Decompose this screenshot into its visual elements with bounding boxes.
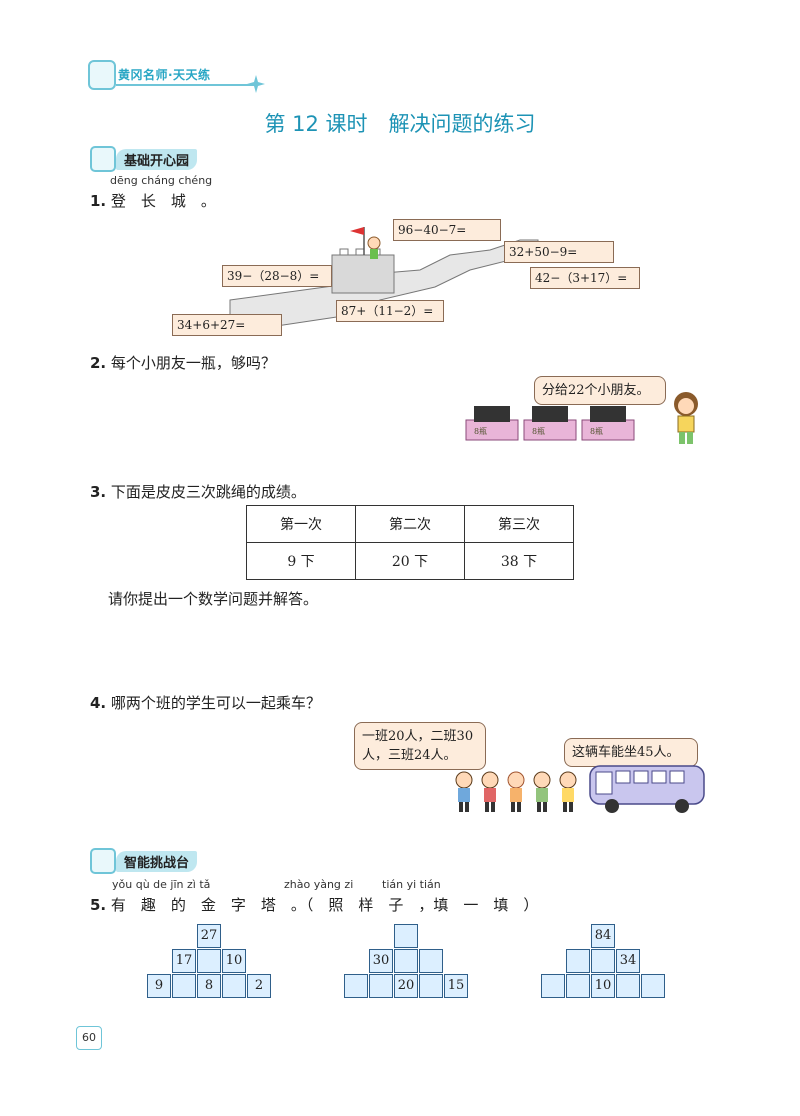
brand-header: 黄冈名师·天天练 <box>88 56 265 93</box>
calc-box-4: 42−（3+17）= <box>530 267 640 289</box>
crate-label-1: 8瓶 <box>474 427 488 436</box>
pyramid-cell[interactable] <box>591 949 615 973</box>
score-table: 第一次 第二次 第三次 9 下 20 下 38 下 <box>246 505 574 580</box>
pyramid-cell[interactable] <box>419 949 443 973</box>
pyramid-cell[interactable]: 8 <box>197 974 221 998</box>
table-header-cell: 第一次 <box>246 505 356 543</box>
crate-label-2: 8瓶 <box>532 427 546 436</box>
number-pyramid-2: 30 20 15 <box>344 924 470 1000</box>
crate-label-3: 8瓶 <box>590 427 604 436</box>
pyramid-cell[interactable]: 9 <box>147 974 171 998</box>
q3-text: 下面是皮皮三次跳绳的成绩。 <box>110 483 306 501</box>
calc-box-2: 32+50−9= <box>504 241 614 263</box>
q1-question: 1. 登 长 城 。 <box>90 190 216 211</box>
calc-box-1: 96−40−7= <box>393 219 501 241</box>
table-header-cell: 第三次 <box>464 505 574 543</box>
section-label: 智能挑战台 <box>116 851 198 872</box>
speech-line-1: 一班20人，二班30 <box>362 729 474 744</box>
number-pyramid-1: 27 17 10 9 8 2 <box>147 924 273 1000</box>
number-pyramid-3: 84 34 10 <box>541 924 667 1000</box>
pyramid-cell[interactable] <box>419 974 443 998</box>
q5-pinyin-b: zhào yàng zi <box>284 878 354 891</box>
q1-text: 登 长 城 。 <box>110 192 216 210</box>
q5-number: 5. <box>90 896 107 914</box>
q4-speech-classes: 一班20人，二班30 人，三班24人。 <box>354 722 486 770</box>
table-row: 9 下 20 下 38 下 <box>246 542 574 580</box>
calc-box-3: 39−（28−8）= <box>222 265 332 287</box>
q4-number: 4. <box>90 694 107 712</box>
pyramid-cell[interactable]: 84 <box>591 924 615 948</box>
page-title: 第 12 课时 解决问题的练习 <box>264 112 536 136</box>
bear-icon <box>88 60 116 90</box>
brand-text: 黄冈名师·天天练 <box>118 68 211 82</box>
pyramid-cell[interactable]: 2 <box>247 974 271 998</box>
q3-prompt: 请你提出一个数学问题并解答。 <box>108 590 319 608</box>
bear-icon <box>90 848 116 874</box>
table-cell: 20 下 <box>355 542 465 580</box>
children-illustration <box>455 771 577 812</box>
q4-speech-bus: 这辆车能坐45人。 <box>564 738 698 767</box>
bus-illustration <box>589 765 705 813</box>
q2-question: 2. 每个小朋友一瓶，够吗？ <box>90 352 276 373</box>
pyramid-cell[interactable] <box>172 974 196 998</box>
pyramid-cell[interactable] <box>344 974 368 998</box>
pyramid-cell[interactable] <box>616 974 640 998</box>
calc-box-6: 34+6+27= <box>172 314 282 336</box>
pyramid-cell[interactable]: 27 <box>197 924 221 948</box>
bear-icon <box>90 146 116 172</box>
pyramid-cell[interactable]: 10 <box>222 949 246 973</box>
pyramid-cell[interactable]: 10 <box>591 974 615 998</box>
pyramid-cell[interactable] <box>641 974 665 998</box>
pyramid-cell[interactable] <box>197 949 221 973</box>
q5-pinyin-c: tián yi tián <box>382 878 441 891</box>
section-label: 基础开心园 <box>116 149 198 170</box>
pyramid-cell[interactable]: 30 <box>369 949 393 973</box>
pyramid-cell[interactable] <box>369 974 393 998</box>
pyramid-cell[interactable] <box>566 974 590 998</box>
pyramid-cell[interactable] <box>394 924 418 948</box>
page-number: 60 <box>76 1026 102 1050</box>
star-icon <box>247 75 265 93</box>
great-wall-illustration <box>229 227 539 334</box>
bottle-crates-illustration <box>465 406 635 441</box>
brand-underline <box>116 84 254 86</box>
section-tag-challenge: 智能挑战台 <box>90 848 230 874</box>
q4-question: 4. 哪两个班的学生可以一起乘车？ <box>90 692 321 713</box>
speech-line-2: 人，三班24人。 <box>362 748 457 763</box>
pyramid-cell[interactable]: 15 <box>444 974 468 998</box>
q5-text: 有 趣 的 金 字 塔 。（ 照 样 子 ，填 一 填 ） <box>110 896 539 914</box>
q2-text: 每个小朋友一瓶，够吗？ <box>110 354 276 372</box>
q5-question: 5. 有 趣 的 金 字 塔 。（ 照 样 子 ，填 一 填 ） <box>90 894 538 915</box>
girl-illustration <box>674 392 698 444</box>
q2-speech-bubble: 分给22个小朋友。 <box>534 376 666 405</box>
pyramid-cell[interactable] <box>566 949 590 973</box>
q5-pinyin-a: yǒu qù de jīn zì tǎ <box>112 878 211 891</box>
pyramid-cell[interactable]: 20 <box>394 974 418 998</box>
q1-number: 1. <box>90 192 107 210</box>
calc-box-5: 87+（11−2）= <box>336 300 444 322</box>
table-cell: 38 下 <box>464 542 574 580</box>
table-header-row: 第一次 第二次 第三次 <box>246 505 574 543</box>
pyramid-cell[interactable] <box>222 974 246 998</box>
table-cell: 9 下 <box>246 542 356 580</box>
q3-number: 3. <box>90 483 107 501</box>
pyramid-cell[interactable] <box>541 974 565 998</box>
q1-pinyin: dēng cháng chéng <box>110 174 213 187</box>
pyramid-cell[interactable]: 34 <box>616 949 640 973</box>
q3-question: 3. 下面是皮皮三次跳绳的成绩。 <box>90 481 306 502</box>
pyramid-cell[interactable]: 17 <box>172 949 196 973</box>
table-header-cell: 第二次 <box>355 505 465 543</box>
pyramid-cell[interactable] <box>394 949 418 973</box>
q4-text: 哪两个班的学生可以一起乘车？ <box>110 694 321 712</box>
section-tag-basic: 基础开心园 <box>90 146 230 172</box>
q2-number: 2. <box>90 354 107 372</box>
